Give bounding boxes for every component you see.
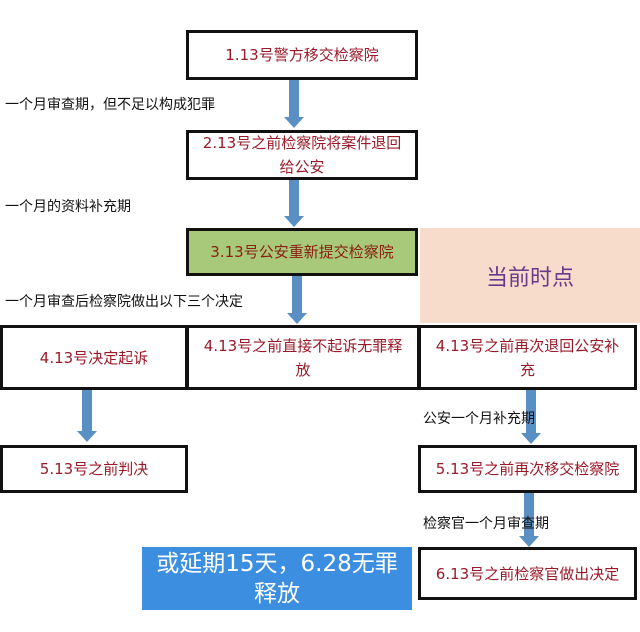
label-supplement-period: 一个月的资料补充期 <box>5 199 131 215</box>
step-3-box: 3.13号公安重新提交检察院 <box>186 228 418 276</box>
label-three-decisions: 一个月审查后检察院做出以下三个决定 <box>5 294 243 310</box>
step-4c-box: 4.13号之前再次退回公安补充 <box>418 325 637 390</box>
arrow-2-3 <box>284 180 304 227</box>
arrow-4c-5c <box>521 390 541 444</box>
arrow-4a-5a <box>77 390 97 442</box>
label-police-supplement: 公安一个月补充期 <box>423 411 535 427</box>
step-6-box: 6.13号之前检察官做出决定 <box>418 547 637 600</box>
current-point-label: 当前时点 <box>485 265 574 291</box>
label-review-period: 一个月审查期，但不足以构成犯罪 <box>5 97 215 113</box>
step-5a-box: 5.13号之前判决 <box>0 445 188 493</box>
extension-note: 或延期15天，6.28无罪释放 <box>142 547 412 610</box>
arrow-3-4 <box>287 276 307 324</box>
step-2-box: 2.13号之前检察院将案件退回给公安 <box>186 130 418 180</box>
step-5c-box: 5.13号之前再次移交检察院 <box>418 445 637 493</box>
label-prosecutor-review: 检察官一个月审查期 <box>423 516 549 532</box>
current-point-marker: 当前时点 <box>420 228 640 323</box>
arrow-1-2 <box>284 80 304 128</box>
step-4a-box: 4.13号决定起诉 <box>0 325 188 390</box>
step-4b-box: 4.13号之前直接不起诉无罪释放 <box>186 325 420 390</box>
arrow-5c-6 <box>519 493 539 547</box>
step-1-box: 1.13号警方移交检察院 <box>186 30 418 80</box>
